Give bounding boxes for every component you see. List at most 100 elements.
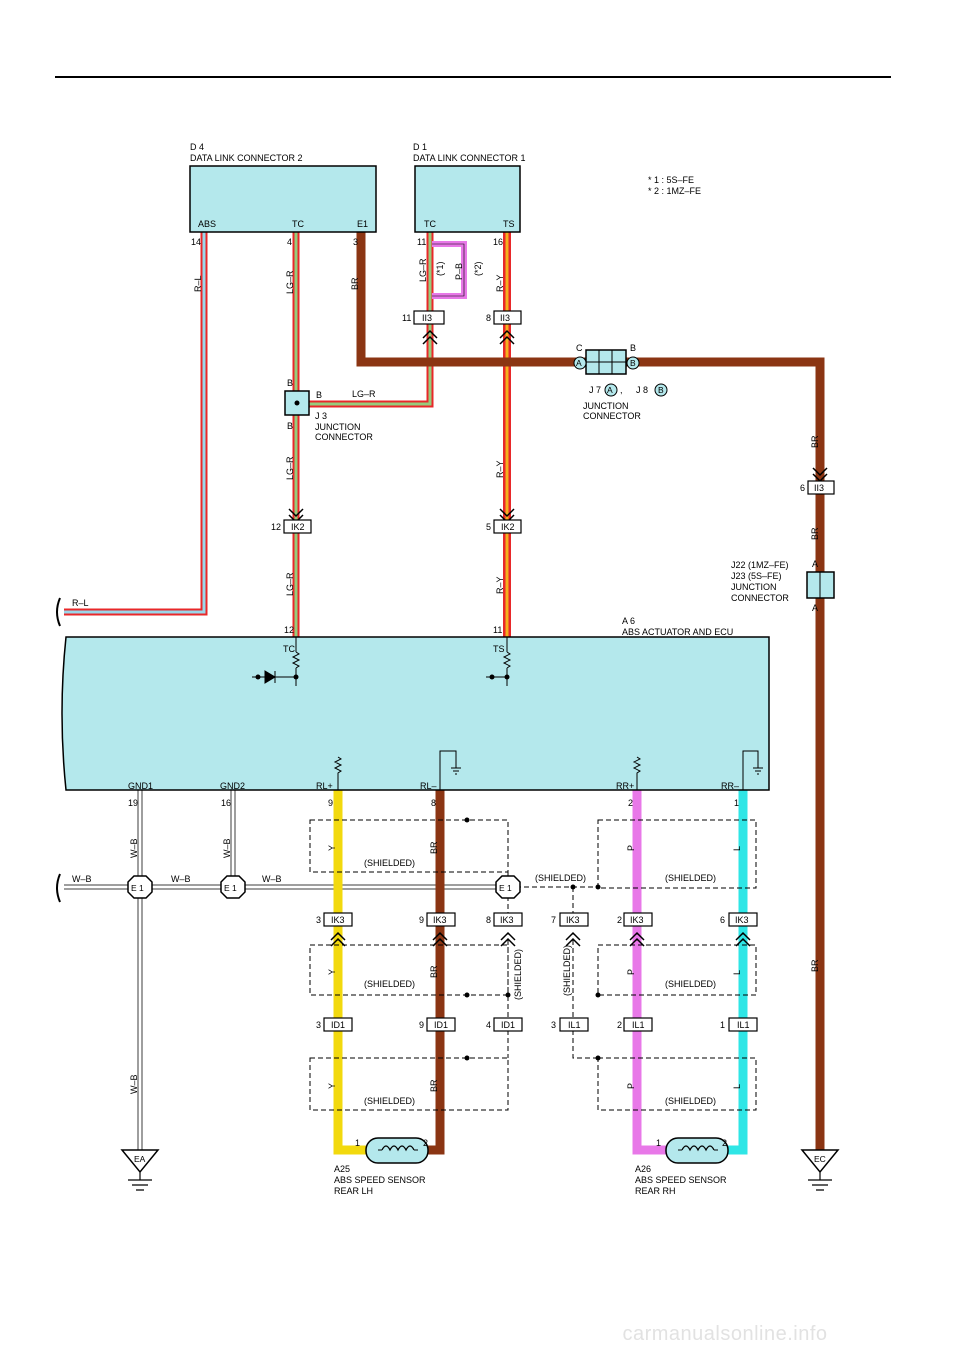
label-shielded-4: (SHIELDED) <box>364 979 415 989</box>
svg-text:CONNECTOR: CONNECTOR <box>731 593 789 603</box>
svg-text:E 1: E 1 <box>499 883 512 893</box>
label-w-b-2: W–B <box>222 838 232 858</box>
svg-text:1: 1 <box>355 1138 360 1148</box>
ecu-id: A 6 <box>622 616 635 626</box>
label-w-b-1: W–B <box>129 838 139 858</box>
svg-text:8: 8 <box>486 313 491 323</box>
cut-mark-2 <box>56 873 61 903</box>
label-p-3: P <box>626 1083 636 1089</box>
svg-text:JUNCTION: JUNCTION <box>583 401 629 411</box>
svg-text:6: 6 <box>720 915 725 925</box>
label-w-b-h1: W–B <box>72 874 92 884</box>
junction-j7-j8: A B C B J 7 A , J 8 B JUNCTION CONNECTOR <box>573 343 668 421</box>
svg-text:IK2: IK2 <box>291 522 305 532</box>
dlc2-num-e1: 3 <box>353 237 358 247</box>
label-lg-r-1: LG–R <box>285 270 295 294</box>
dlc1-name: DATA LINK CONNECTOR 1 <box>413 153 526 163</box>
svg-text:3: 3 <box>551 1020 556 1030</box>
svg-text:II3: II3 <box>500 313 510 323</box>
svg-text:B: B <box>630 358 636 368</box>
ecu-name: ABS ACTUATOR AND ECU <box>622 627 733 637</box>
svg-text:B: B <box>287 421 293 431</box>
svg-text:J23 (5S–FE): J23 (5S–FE) <box>731 571 782 581</box>
svg-text:A25: A25 <box>334 1164 350 1174</box>
ground-e1-3: E 1 <box>495 875 521 899</box>
shield-rh <box>508 819 757 1111</box>
ecu-num-16: 16 <box>221 798 231 808</box>
label-shielded-5: (SHIELDED) <box>665 979 716 989</box>
svg-text:B: B <box>658 385 664 395</box>
label-l-2: L <box>732 970 742 975</box>
label-lg-r-2: LG–R <box>418 258 428 282</box>
label-y-2: Y <box>327 969 337 975</box>
svg-text:IL1: IL1 <box>737 1020 750 1030</box>
label-r-y-3: R–Y <box>495 576 505 594</box>
junction-j22-j23: A A J22 (1MZ–FE) J23 (5S–FE) JUNCTION CO… <box>731 559 835 613</box>
ecu-num-9: 9 <box>328 798 333 808</box>
label-w-b-h2: W–B <box>171 874 191 884</box>
dlc1-num-tc: 11 <box>417 237 426 247</box>
svg-text:EC: EC <box>814 1154 826 1164</box>
svg-text:A: A <box>812 559 818 569</box>
svg-text:JUNCTION: JUNCTION <box>731 582 777 592</box>
svg-text:A: A <box>607 385 613 395</box>
svg-text:4: 4 <box>486 1020 491 1030</box>
note-1: * 1 : 5S–FE <box>648 175 694 185</box>
ecu-num-tc: 12 <box>284 625 294 635</box>
wire-p-b <box>432 241 467 299</box>
svg-text:C: C <box>576 343 583 353</box>
label-r-l: R–L <box>193 275 203 292</box>
speed-sensor-lh: 1 2 A25 ABS SPEED SENSOR REAR LH <box>334 1137 429 1196</box>
dlc2-box <box>189 165 377 233</box>
svg-text:2: 2 <box>617 1020 622 1030</box>
svg-text:IK3: IK3 <box>500 915 514 925</box>
svg-text:12: 12 <box>271 522 281 532</box>
label-p-2: P <box>626 969 636 975</box>
svg-text:IL1: IL1 <box>568 1020 581 1030</box>
connector-ii3-8: 8 II3 <box>486 310 522 345</box>
dlc1-num-ts: 16 <box>493 237 503 247</box>
label-r-l-h: R–L <box>72 598 89 608</box>
svg-text:5: 5 <box>486 522 491 532</box>
label-y-3: Y <box>327 1083 337 1089</box>
note-2: * 2 : 1MZ–FE <box>648 186 701 196</box>
wire-w-b <box>64 790 508 1150</box>
dlc2-pin-abs: ABS <box>198 219 216 229</box>
ecu-pin-ts: TS <box>493 644 505 654</box>
dlc2-num-tc: 4 <box>287 237 292 247</box>
ecu-pin-tc: TC <box>283 644 295 654</box>
svg-text:9: 9 <box>419 915 424 925</box>
svg-text:IK3: IK3 <box>630 915 644 925</box>
svg-text:B: B <box>630 343 636 353</box>
dlc2-name: DATA LINK CONNECTOR 2 <box>190 153 303 163</box>
dlc2-num-abs: 14 <box>191 237 201 247</box>
svg-text:1: 1 <box>720 1020 725 1030</box>
wire-r-l <box>64 232 208 616</box>
label-r-y-2: R–Y <box>495 460 505 478</box>
wire-p-rh <box>632 790 670 1155</box>
svg-text:6: 6 <box>800 483 805 493</box>
label-br-1: BR <box>350 277 360 290</box>
ecu-tc-node <box>293 674 299 680</box>
ecu-pin-rr-plus: RR+ <box>616 781 634 791</box>
junction-j3: B B B J 3 JUNCTION CONNECTOR <box>284 378 373 442</box>
svg-text:IK3: IK3 <box>433 915 447 925</box>
svg-text:1: 1 <box>656 1138 661 1148</box>
svg-text:2: 2 <box>423 1138 428 1148</box>
label-w-b-h3: W–B <box>262 874 282 884</box>
svg-text:B: B <box>287 378 293 388</box>
svg-text:A: A <box>812 603 818 613</box>
connector-ik2-5: 5 IK2 <box>486 508 522 534</box>
svg-text:EA: EA <box>134 1154 146 1164</box>
wire-y-lh <box>333 790 370 1155</box>
ecu-num-19: 19 <box>128 798 138 808</box>
svg-text:2: 2 <box>722 1138 727 1148</box>
ecu-pin-gnd2: GND2 <box>220 781 245 791</box>
svg-text:ABS SPEED SENSOR: ABS SPEED SENSOR <box>635 1175 727 1185</box>
svg-text:11: 11 <box>402 313 411 323</box>
label-br-4: BR <box>429 841 439 854</box>
ecu-pin-rr-minus: RR– <box>721 781 739 791</box>
label-br-2: BR <box>810 435 820 448</box>
svg-text:ID1: ID1 <box>434 1020 448 1030</box>
